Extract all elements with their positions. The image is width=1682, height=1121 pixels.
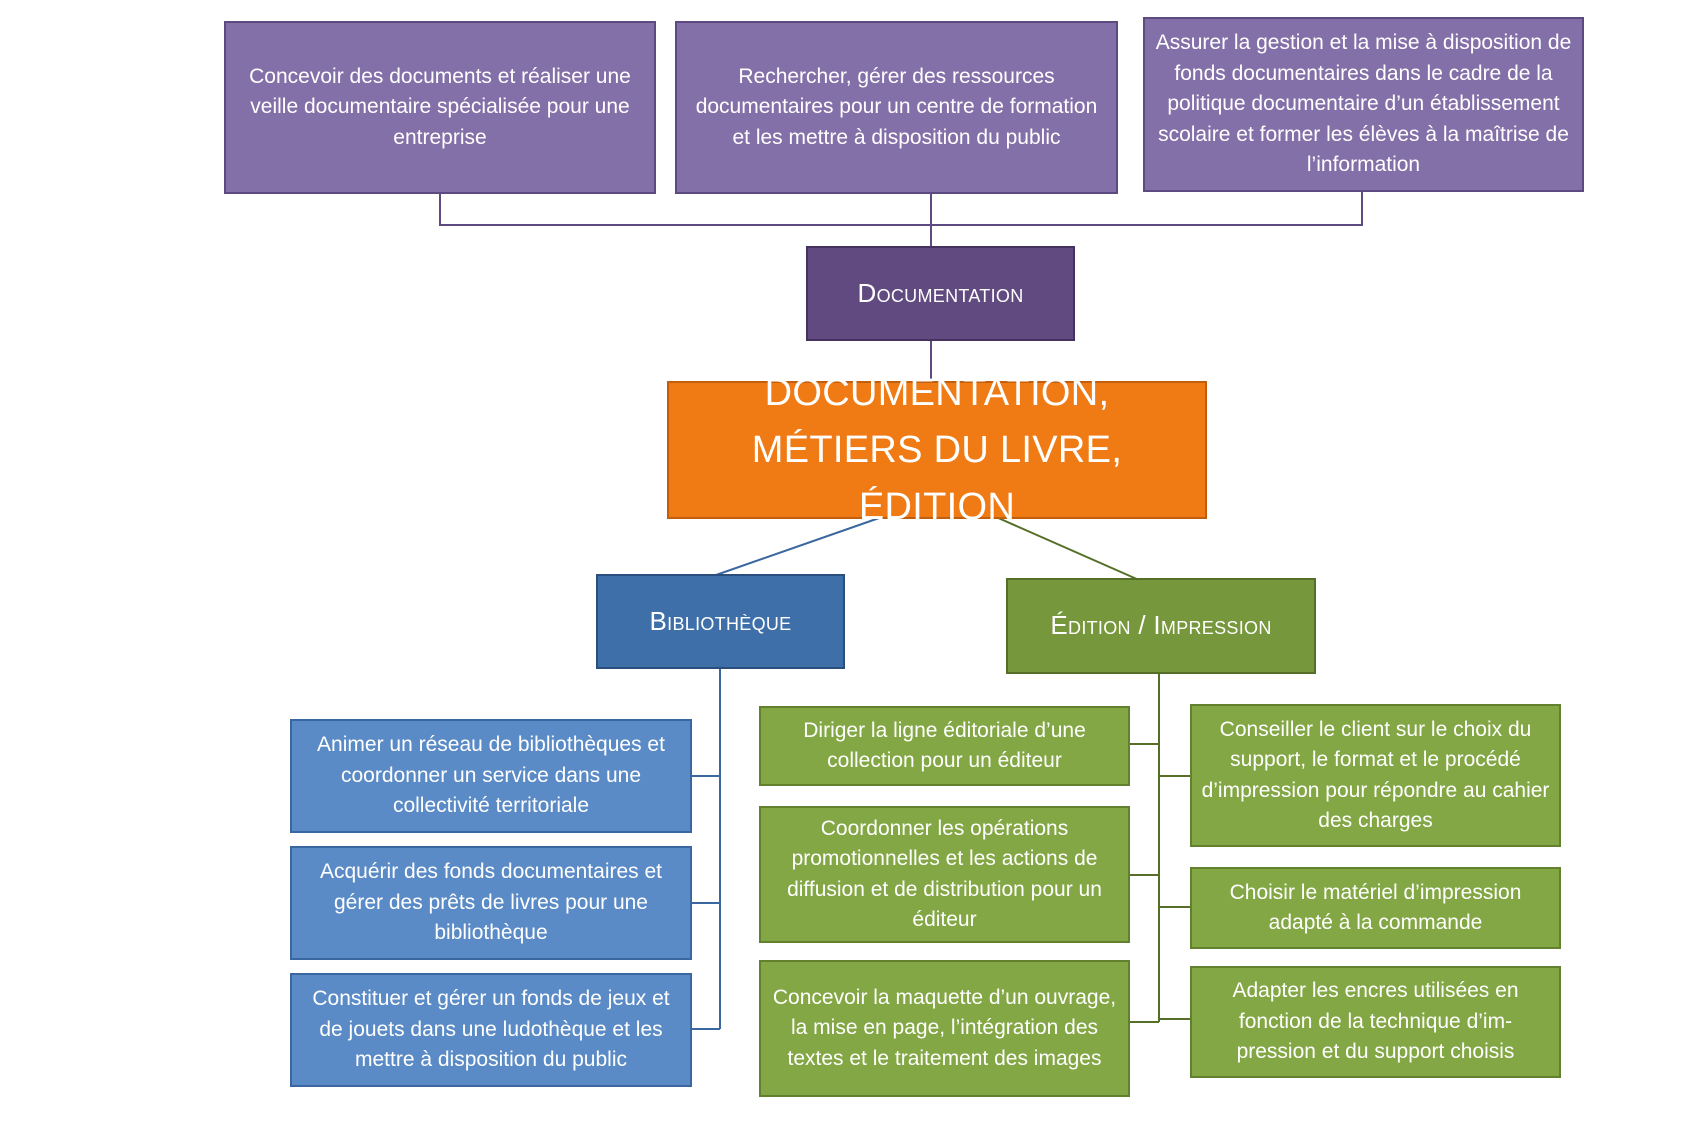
doc-item-3-text: Assurer la gestion et la mise à disposit…	[1155, 31, 1572, 177]
ed-left-item-3: Concevoir la maquette d’un ouvrage, la m…	[759, 960, 1130, 1097]
ed-left-item-1: Diriger la ligne éditoriale d’une collec…	[759, 706, 1130, 786]
connector-doc-item-1	[439, 193, 931, 226]
bibliotheque-header: Bibliothèque	[596, 574, 845, 669]
ed-right-item-3-text: Adapter les encres utilisées en fonction…	[1232, 979, 1519, 1064]
root-title-line-1: DOCUMENTATION,	[764, 371, 1110, 414]
ed-right-item-2-text: Choisir le matériel d’impression adapté …	[1229, 880, 1522, 934]
ed-right-item-1-text: Conseiller le client sur le choix du sup…	[1201, 717, 1550, 832]
doc-item-1-text: Concevoir des documents et réaliser une …	[249, 64, 631, 149]
edition-header: Édition / Impression	[1006, 578, 1316, 674]
ed-left-item-3-text: Concevoir la maquette d’un ouvrage, la m…	[772, 985, 1117, 1070]
ed-right-item-3: Adapter les encres utilisées en fonction…	[1190, 966, 1561, 1078]
bibliotheque-title: Bibliothèque	[649, 605, 792, 636]
documentation-header: Documentation	[806, 246, 1075, 341]
ed-left-item-1-text: Diriger la ligne éditoriale d’une collec…	[803, 718, 1086, 772]
connector-root-edition	[995, 516, 1140, 581]
bib-item-2: Acquérir des fonds documentaires et gére…	[290, 846, 692, 960]
ed-left-item-2: Coordonner les opérations promotionnelle…	[759, 806, 1130, 943]
doc-item-2-text: Rechercher, gérer des ressources documen…	[695, 64, 1098, 149]
root-node: DOCUMENTATION, MÉTIERS DU LIVRE, ÉDITION	[667, 372, 1207, 528]
doc-item-3: Assurer la gestion et la mise à disposit…	[1143, 17, 1584, 192]
doc-item-1: Concevoir des documents et réaliser une …	[224, 21, 656, 194]
ed-right-item-1: Conseiller le client sur le choix du sup…	[1190, 704, 1561, 847]
doc-item-2: Rechercher, gérer des ressources documen…	[675, 21, 1118, 194]
bib-item-1: Animer un réseau de bibliothèques et coo…	[290, 719, 692, 833]
bib-item-2-text: Acquérir des fonds documentaires et gére…	[319, 860, 663, 945]
bib-item-3-text: Constituer et gérer un fonds de jeux et …	[312, 987, 670, 1072]
bib-item-1-text: Animer un réseau de bibliothèques et coo…	[317, 733, 665, 818]
connector-doc-item-3	[931, 191, 1363, 226]
ed-left-item-2-text: Coordonner les opérations promotionnelle…	[787, 816, 1102, 931]
documentation-title: Documentation	[857, 277, 1024, 308]
root-title-line-2: MÉTIERS DU LIVRE, ÉDITION	[751, 428, 1123, 528]
edition-title: Édition / Impression	[1050, 610, 1272, 641]
ed-right-item-2: Choisir le matériel d’impression adapté …	[1190, 867, 1561, 949]
bib-item-3: Constituer et gérer un fonds de jeux et …	[290, 973, 692, 1087]
connector-root-bibliotheque	[715, 516, 883, 576]
